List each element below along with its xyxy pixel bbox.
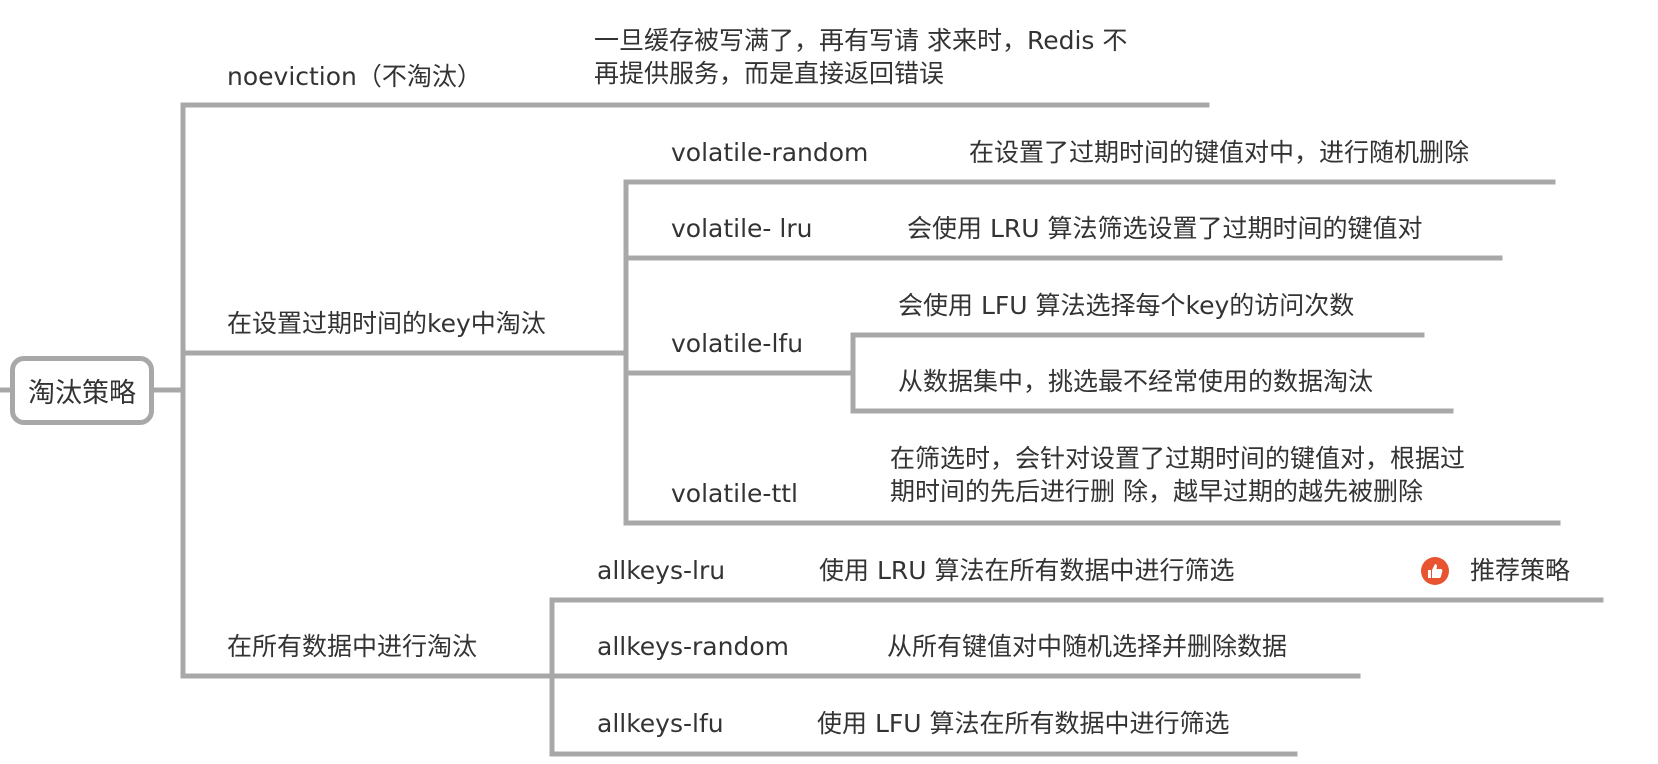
root-label: 淘汰策略	[28, 378, 136, 409]
volatile-lru-label: volatile- lru	[671, 214, 813, 243]
allkeys-lfu-label: allkeys-lfu	[597, 709, 724, 738]
volatile-lfu-label: volatile-lfu	[671, 329, 804, 358]
noeviction-label: noeviction（不淘汰）	[227, 62, 482, 91]
volatile-ttl-desc-line-1: 在筛选时，会针对设置了过期时间的键值对，根据过	[890, 444, 1466, 473]
volatile-ttl-desc-line-2: 期时间的先后进行删 除，越早过期的越先被删除	[890, 477, 1423, 506]
allkeys-lru-label: allkeys-lru	[597, 556, 726, 585]
recommended-badge-label: 推荐策略	[1470, 556, 1571, 585]
volatile-label: 在设置过期时间的key中淘汰	[227, 309, 546, 338]
volatile-lfu-desc-b: 从数据集中，挑选最不经常使用的数据淘汰	[898, 367, 1374, 396]
volatile-random-desc: 在设置了过期时间的键值对中，进行随机删除	[969, 138, 1470, 167]
volatile-ttl-desc: 在筛选时，会针对设置了过期时间的键值对，根据过 期时间的先后进行删 除，越早过期…	[890, 442, 1560, 508]
noeviction-desc: 一旦缓存被写满了，再有写请 求来时，Redis 不 再提供服务，而是直接返回错误	[594, 24, 1214, 90]
noeviction-desc-line-2: 再提供服务，而是直接返回错误	[594, 59, 945, 88]
thumbs-up-icon	[1421, 557, 1449, 585]
volatile-lfu-desc-a: 会使用 LFU 算法选择每个key的访问次数	[898, 291, 1355, 320]
allkeys-random-label: allkeys-random	[597, 632, 789, 661]
allkeys-label: 在所有数据中进行淘汰	[227, 632, 478, 661]
volatile-random-label: volatile-random	[671, 138, 869, 167]
allkeys-lru-desc: 使用 LRU 算法在所有数据中进行筛选	[819, 556, 1235, 585]
volatile-ttl-label: volatile-ttl	[671, 479, 799, 508]
noeviction-desc-line-1: 一旦缓存被写满了，再有写请 求来时，Redis 不	[594, 26, 1128, 55]
allkeys-lfu-desc: 使用 LFU 算法在所有数据中进行筛选	[817, 709, 1230, 738]
volatile-lru-desc: 会使用 LRU 算法筛选设置了过期时间的键值对	[907, 214, 1423, 243]
root-node: 淘汰策略	[10, 356, 154, 425]
allkeys-random-desc: 从所有键值对中随机选择并删除数据	[887, 632, 1288, 661]
